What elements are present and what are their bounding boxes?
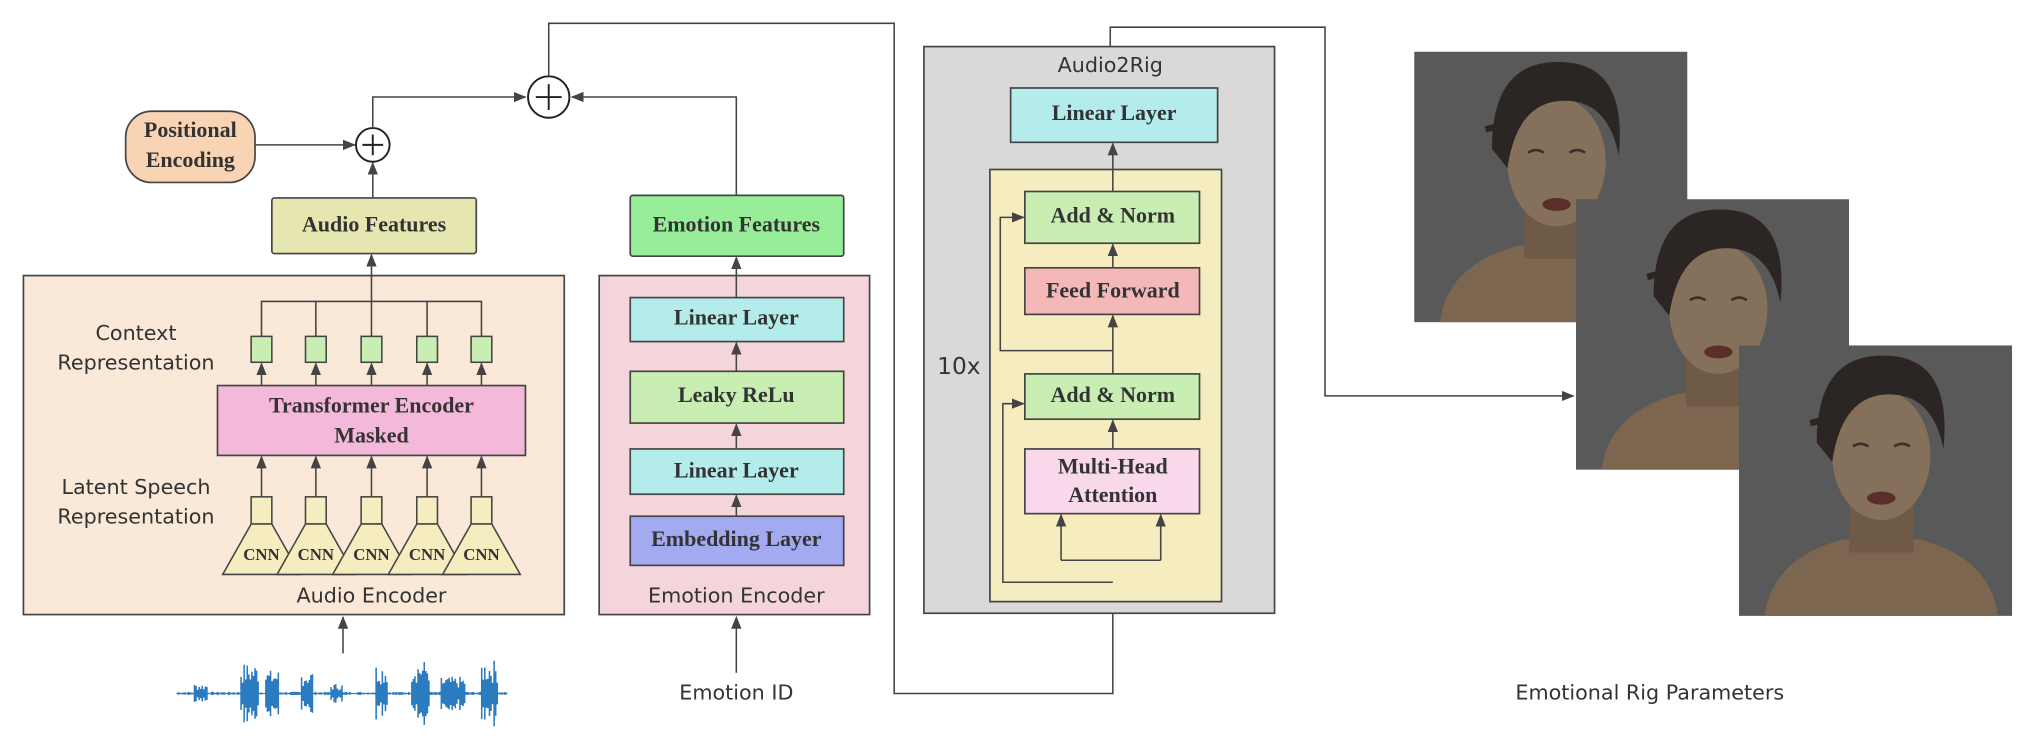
linear-layer-label: Linear Layer bbox=[1052, 100, 1177, 125]
cnn-label: CNN bbox=[353, 545, 389, 564]
attention-label-2: Attention bbox=[1068, 482, 1157, 507]
add-icon-large bbox=[527, 75, 571, 119]
latent-label-1: Latent Speech bbox=[61, 475, 210, 499]
emotion-features-box bbox=[629, 194, 845, 258]
emotion-encoder-title: Emotion Encoder bbox=[648, 583, 825, 607]
transformer-label-2: Masked bbox=[334, 422, 409, 447]
context-vector bbox=[304, 335, 327, 364]
context-vector bbox=[360, 335, 383, 364]
latent-vector bbox=[250, 496, 273, 525]
linear-layer-label: Linear Layer bbox=[674, 457, 799, 482]
leaky-relu-label: Leaky ReLu bbox=[678, 382, 795, 407]
linear-layer-box bbox=[629, 296, 845, 343]
latent-label-2: Representation bbox=[57, 505, 214, 529]
context-vector bbox=[415, 335, 439, 364]
add-norm-box bbox=[1024, 373, 1201, 421]
multi-head-attention-box bbox=[1024, 448, 1201, 515]
context-label-1: Context bbox=[95, 321, 176, 345]
cnn-label: CNN bbox=[243, 545, 279, 564]
add-icon-small bbox=[354, 127, 391, 163]
audio-features-box bbox=[271, 197, 478, 255]
audio2rig-title: Audio2Rig bbox=[1058, 53, 1163, 77]
audio-encoder-title: Audio Encoder bbox=[296, 583, 446, 607]
transformer-label-1: Transformer Encoder bbox=[269, 393, 474, 418]
repeat-count: 10x bbox=[937, 353, 980, 380]
face-render-image bbox=[1739, 345, 2013, 616]
audio-features-label: Audio Features bbox=[302, 211, 447, 236]
attention-label-1: Multi-Head bbox=[1058, 453, 1168, 478]
context-label-2: Representation bbox=[57, 351, 214, 375]
embedding-layer-label: Embedding Layer bbox=[651, 526, 822, 551]
emotion-encoder: Emotion Encoder Linear Layer Leaky ReLu … bbox=[598, 256, 871, 616]
add-norm-label: Add & Norm bbox=[1051, 202, 1176, 227]
context-vector bbox=[250, 335, 273, 364]
cnn-label: CNN bbox=[409, 545, 445, 564]
context-vector bbox=[470, 335, 493, 364]
output-label: Emotional Rig Parameters bbox=[1515, 680, 1784, 704]
feed-forward-label: Feed Forward bbox=[1046, 277, 1180, 302]
positional-label-2: Encoding bbox=[146, 147, 235, 172]
feed-forward-box bbox=[1024, 266, 1201, 316]
linear-layer-box bbox=[629, 448, 845, 496]
audio-waveform bbox=[176, 660, 508, 727]
cnn-label: CNN bbox=[298, 545, 334, 564]
emotion-id-label: Emotion ID bbox=[679, 680, 793, 704]
add-norm-box bbox=[1024, 190, 1201, 245]
latent-vector bbox=[470, 496, 493, 525]
cnn-label: CNN bbox=[463, 545, 499, 564]
latent-vector bbox=[304, 496, 327, 525]
audio-encoder: Audio Encoder Context Representation Lat… bbox=[22, 253, 566, 616]
emotion-features-label: Emotion Features bbox=[653, 211, 821, 236]
positional-encoding-box bbox=[124, 110, 256, 184]
embedding-layer-box bbox=[629, 515, 845, 567]
audio2rig: Audio2Rig Linear Layer 10x Add & Norm Fe… bbox=[923, 45, 1276, 615]
cnn-block bbox=[441, 523, 522, 576]
latent-vector bbox=[360, 496, 383, 525]
linear-layer-box bbox=[1009, 87, 1219, 144]
positional-label-1: Positional bbox=[144, 117, 237, 142]
linear-layer-label: Linear Layer bbox=[674, 305, 799, 330]
transformer-encoder-box bbox=[216, 384, 527, 457]
add-norm-label: Add & Norm bbox=[1051, 382, 1176, 407]
latent-vector bbox=[415, 496, 439, 525]
